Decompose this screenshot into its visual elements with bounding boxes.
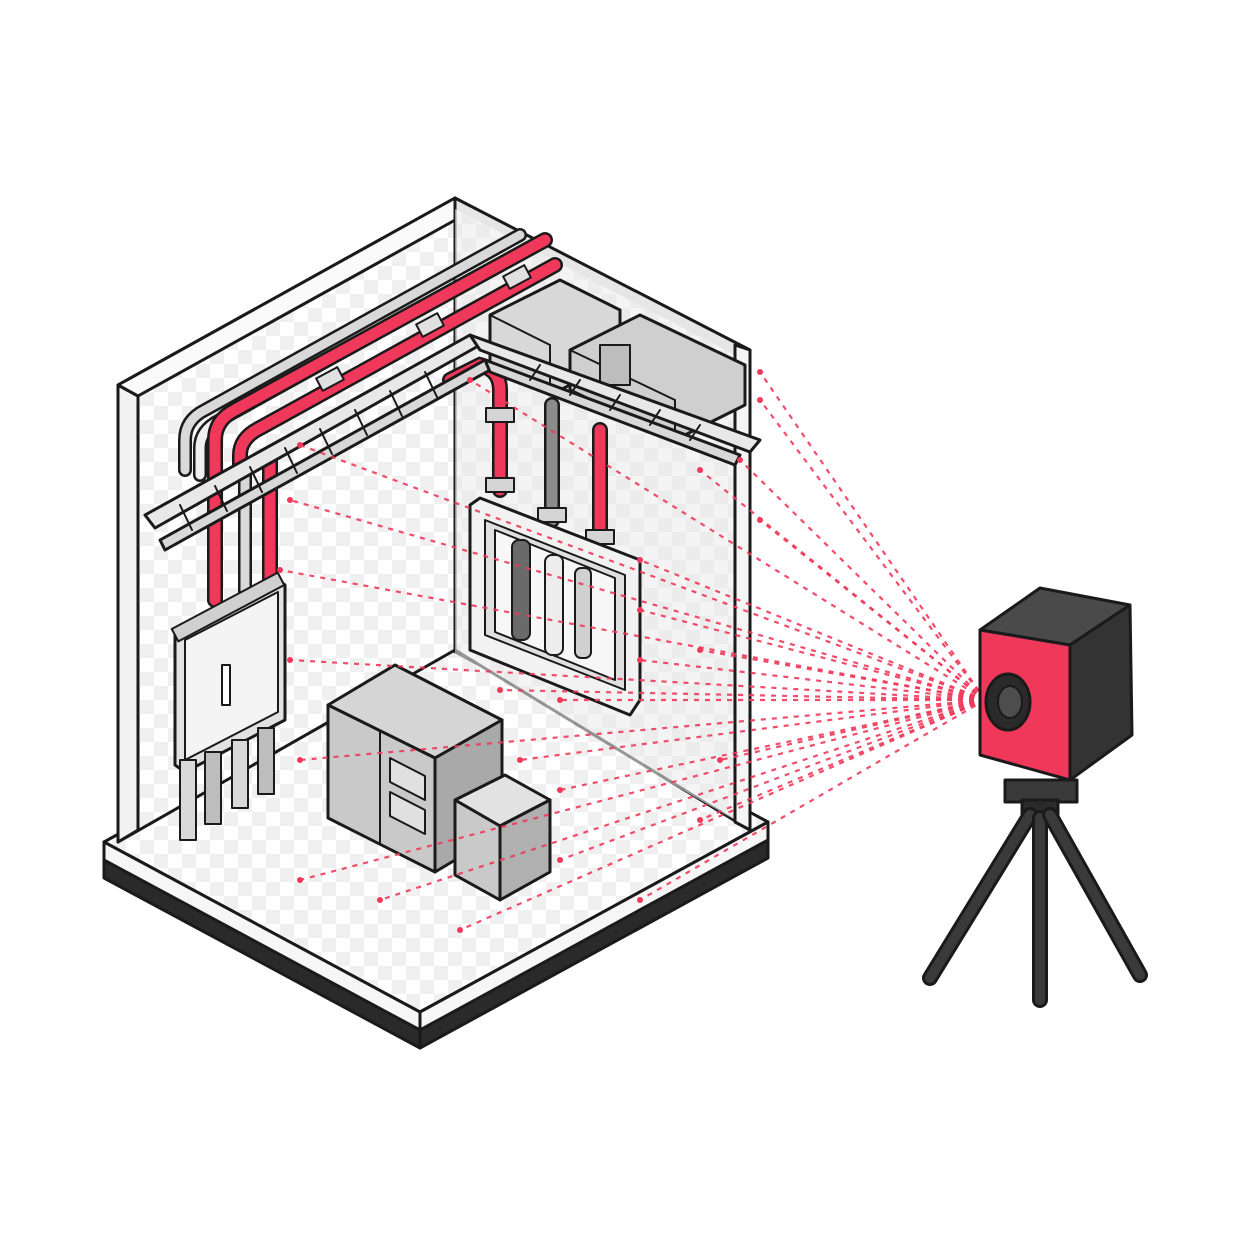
pipe-clamp [537,507,567,523]
laser-beam [639,608,986,702]
scan-point [557,787,563,793]
scan-point [757,369,763,375]
laser-beams [277,369,986,933]
tripod-icon [922,778,1148,1008]
laser-beam [759,371,986,701]
scan-point [697,467,703,473]
pipe-clamp [415,312,445,338]
scan-point [737,457,743,463]
scan-point [287,657,293,663]
laser-beam [379,698,986,902]
floor-cabinets [326,663,552,902]
duct-collar [599,344,631,386]
scanner-lens [997,685,1023,719]
laser-beam [279,568,986,702]
pipe-clamp [485,477,515,493]
scan-point [467,377,473,383]
scan-point [497,687,503,693]
left-electrical-panel [170,571,287,841]
scan-point [637,657,643,663]
floor-edge-right [418,820,770,1032]
laser-beam [299,698,986,762]
scan-point [557,857,563,863]
laser-beam [299,698,986,882]
scan-point [457,927,463,933]
laser-beam [759,519,986,701]
tray-rungs [179,364,701,531]
laser-beam [469,379,986,701]
laser-beam [639,558,986,702]
scan-point [637,607,643,613]
scan-point [287,497,293,503]
scan-point [697,647,703,653]
tray-right-rail [468,333,762,454]
tray-right-rail-lower [483,358,742,467]
scan-point [297,877,303,883]
laser-beam [459,698,986,932]
laser-beam [739,459,986,701]
pipe-clamp [502,264,532,290]
conduits-below-panel [179,727,275,841]
laser-beam [519,698,986,762]
scan-point [297,442,303,448]
breaker [574,567,592,659]
scan-point [637,557,643,563]
laser-beam [699,698,986,822]
laser-beam [499,688,986,702]
scan-point [297,757,303,763]
laser-beam [759,399,986,701]
scan-point [377,897,383,903]
laser-beam [559,698,986,862]
laser-beam [699,648,986,702]
pipe-clamp [485,407,515,423]
pipe-clamp [315,366,345,392]
laser-beam [719,698,986,762]
right-wall-edge [733,343,752,832]
laser-scanner-icon [978,586,1134,782]
scan-point [517,757,523,763]
scan-point [637,897,643,903]
laser-beam [299,443,986,702]
laser-beam [639,658,986,702]
scan-point [557,697,563,703]
breaker [511,539,531,641]
left-wall-edge [116,383,140,844]
scan-point [697,817,703,823]
scan-point [717,757,723,763]
panel-handle [221,664,231,706]
breaker [544,554,564,656]
scan-point [757,397,763,403]
scan-point [757,517,763,523]
scan-point [277,567,283,573]
laser-beam [639,699,986,901]
